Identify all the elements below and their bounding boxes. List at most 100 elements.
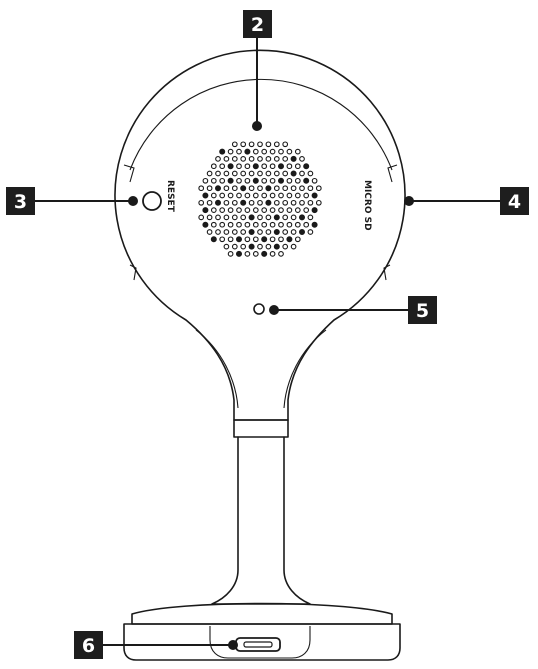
speaker-hole [315,185,322,192]
speaker-hole [290,170,297,177]
speaker-hole [307,185,314,192]
speaker-hole [252,207,259,213]
speaker-hole [286,163,293,170]
speaker-hole [252,148,259,155]
speaker-hole [248,156,255,162]
reset-label: RESET [165,180,175,213]
speaker-hole [219,236,226,243]
speaker-hole [294,177,301,184]
speaker-hole [215,229,221,235]
speaker-hole [252,236,259,243]
speaker-hole [286,177,293,184]
right-lower-notch [383,264,391,281]
speaker-hole [244,163,251,170]
speaker-hole [252,192,259,199]
speaker-hole [273,141,280,148]
speaker-hole [261,207,268,213]
speaker-hole [252,221,259,228]
speaker-hole [278,236,284,243]
speaker-hole [290,199,297,206]
speaker-hole [303,207,310,213]
speaker-hole [278,163,284,170]
speaker-hole [206,185,213,192]
micro-sd-label: MICRO SD [362,180,372,231]
speaker-hole [240,141,247,148]
speaker-hole [223,170,230,177]
speaker-hole [202,207,209,214]
speaker-hole [248,229,255,235]
base-body [123,623,401,661]
speaker-hole [294,163,301,170]
speaker-hole [206,229,213,235]
speaker-hole [278,192,284,199]
speaker-hole [261,250,268,257]
neck-seam-right [283,329,327,409]
speaker-hole [223,185,230,192]
speaker-hole [307,229,314,235]
speaker-hole [223,229,230,235]
speaker-hole [248,141,255,148]
speaker-hole [252,177,259,184]
speaker-hole [278,148,284,155]
speaker-hole [265,214,272,221]
speaker-hole [227,177,234,184]
speaker-hole [210,221,217,228]
speaker-hole [244,251,251,257]
speaker-hole [307,199,314,206]
speaker-hole [294,192,301,199]
left-lower-notch [129,264,137,281]
speaker-grille [198,141,322,257]
speaker-hole [290,155,297,162]
callout-6: 6 [74,631,238,659]
callout-6-dot [228,640,238,650]
speaker-hole [286,221,293,228]
speaker-hole [303,177,310,184]
speaker-hole [273,229,280,235]
speaker-hole [286,236,293,243]
speaker-hole [278,177,284,184]
speaker-hole [294,207,301,213]
callout-5-dot [269,305,279,315]
left-notch [123,164,135,183]
speaker-hole [290,214,297,221]
speaker-hole [311,177,318,184]
speaker-hole [248,170,255,177]
speaker-hole [307,214,314,221]
speaker-hole [210,192,217,199]
speaker-hole [231,185,238,192]
callout-4: 4 [404,187,529,215]
speaker-hole [236,207,242,213]
speaker-hole [261,221,268,228]
speaker-hole [257,199,263,206]
speaker-hole [231,229,238,235]
micro-usb-port[interactable] [235,637,281,652]
callout-5-box [408,296,437,324]
speaker-hole [273,185,280,192]
speaker-hole [227,163,234,170]
speaker-hole [227,221,234,228]
speaker-hole [198,185,205,192]
speaker-hole [282,214,289,221]
speaker-hole [311,192,318,199]
speaker-hole [219,221,226,228]
speaker-hole [269,163,276,170]
speaker-hole [265,156,272,162]
speaker-hole [261,192,268,199]
callout-3-box [6,187,35,215]
speaker-hole [240,156,247,162]
speaker-hole [307,170,314,177]
speaker-hole [206,170,213,177]
speaker-hole [282,185,289,192]
speaker-hole [257,243,263,250]
speaker-hole [257,156,263,162]
callout-2-box [243,10,272,38]
speaker-hole [303,221,310,228]
speaker-hole [290,243,297,250]
speaker-hole [244,221,251,228]
camera-head-rim [129,78,393,171]
speaker-hole [265,199,272,206]
speaker-hole [223,214,230,221]
reset-button[interactable] [142,191,162,211]
speaker-hole [227,192,234,199]
speaker-hole [210,177,217,184]
